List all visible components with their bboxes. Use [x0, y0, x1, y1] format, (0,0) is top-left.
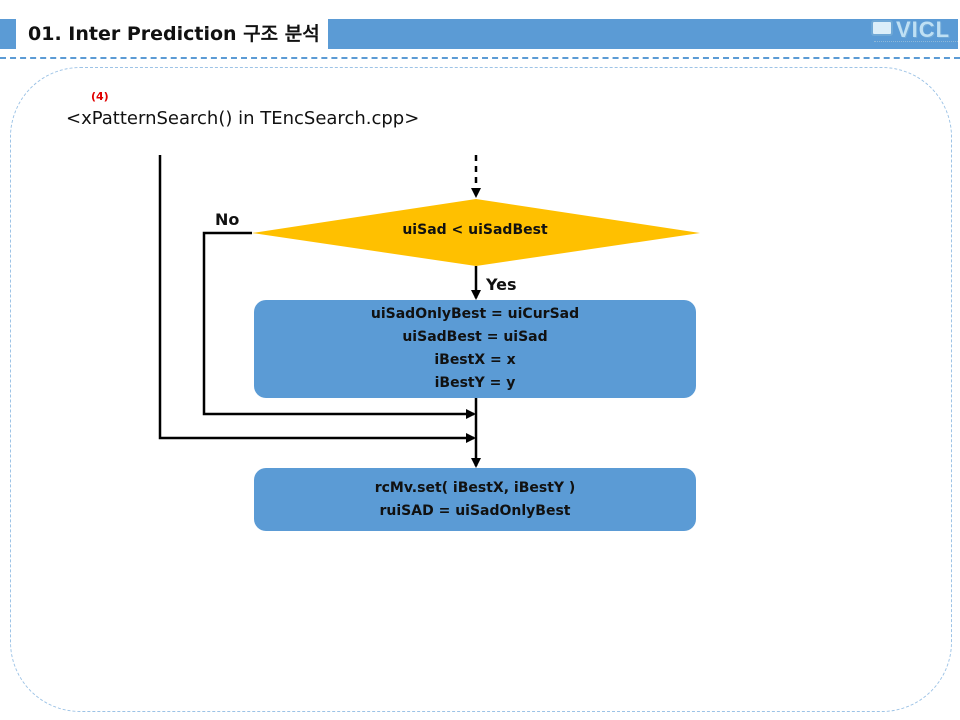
result-line: rcMv.set( iBestX, iBestY ) [374, 479, 576, 496]
no-label: No [215, 210, 240, 229]
slide-subtitle: <xPatternSearch() in TEncSearch.cpp> [66, 108, 420, 129]
update-line: uiSadBest = uiSad [402, 329, 548, 345]
title-bar [328, 19, 958, 49]
title-bar-accent [0, 19, 16, 49]
page-title: 01. Inter Prediction 구조 분석 [19, 19, 325, 49]
logo-underline [874, 41, 958, 46]
update-line: iBestY = y [434, 375, 516, 391]
step-number: (4) [91, 90, 109, 103]
header-separator [0, 57, 960, 59]
content-frame [10, 67, 952, 712]
decision-condition: uiSad < uiSadBest [402, 222, 548, 238]
update-line: uiSadOnlyBest = uiCurSad [370, 306, 580, 322]
result-line: ruiSAD = uiSadOnlyBest [379, 502, 571, 519]
logo-mark-icon [871, 20, 893, 36]
decision-diamond [252, 199, 700, 266]
yes-label: Yes [486, 275, 517, 294]
outer-bypass-path [158, 155, 476, 443]
update-line: iBestX = x [434, 352, 516, 368]
logo-text: VICL [896, 17, 951, 42]
no-branch-path [202, 231, 476, 419]
vicl-logo: VICL [866, 15, 958, 49]
update-best-block: uiSadOnlyBest = uiCurSad uiSadBest = uiS… [254, 300, 696, 398]
result-block: rcMv.set( iBestX, iBestY ) ruiSAD = uiSa… [254, 468, 696, 531]
